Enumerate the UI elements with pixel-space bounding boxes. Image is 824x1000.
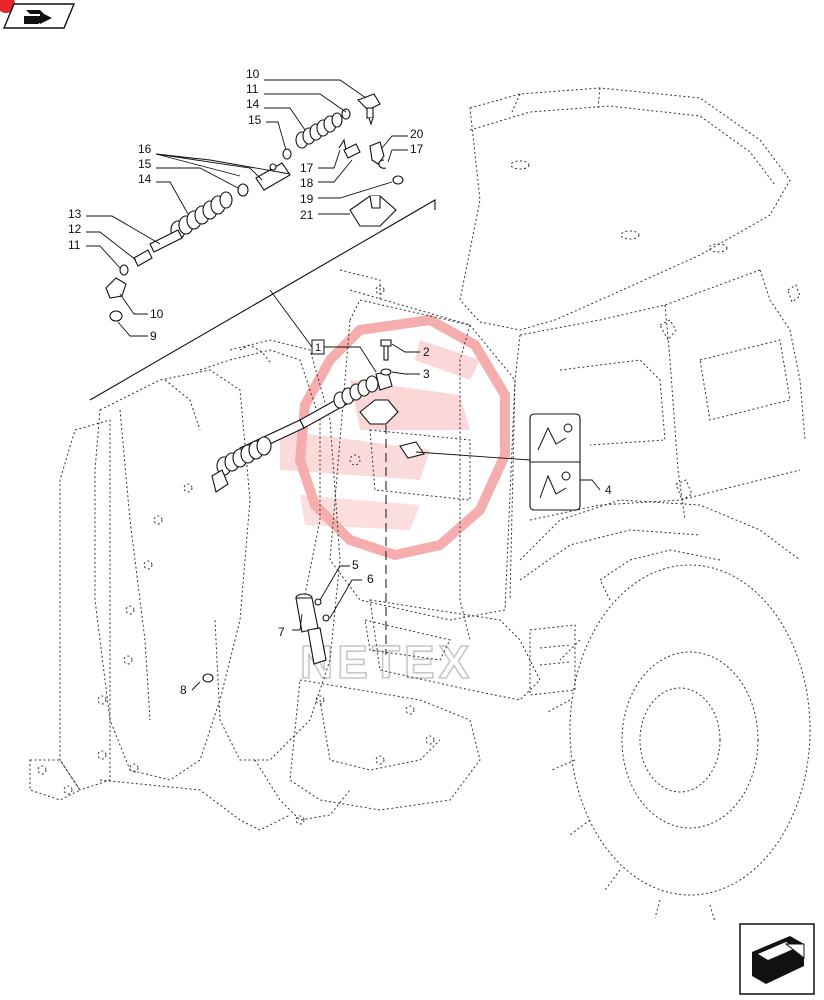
callout-17: 17: [410, 142, 424, 156]
callout-10: 10: [246, 67, 260, 81]
group-bracket-line: [89, 199, 436, 401]
callout-14: 14: [138, 172, 152, 186]
callout-11: 11: [246, 82, 259, 96]
control-lever: [295, 593, 330, 665]
callout-labels: 10 11 14 15 16 15 14 13 12 11 10 9 17 18…: [68, 67, 612, 697]
callout-12: 12: [68, 222, 82, 236]
callout-16: 16: [138, 142, 152, 156]
callout-1: 1: [315, 342, 321, 354]
callout-14: 14: [246, 97, 260, 111]
tractor-outline: [29, 87, 811, 923]
callout-11: 11: [68, 238, 81, 252]
leader-1b: [269, 289, 313, 348]
part-8-nut: [202, 673, 214, 683]
callout-15: 15: [248, 113, 262, 127]
callout-10: 10: [150, 307, 164, 321]
next-page-arrow-icon[interactable]: [739, 923, 815, 995]
callout-17: 17: [300, 161, 314, 175]
safety-decal: [399, 413, 581, 511]
callout-13: 13: [68, 207, 82, 221]
callout-19: 19: [300, 192, 314, 206]
callout-6: 6: [367, 572, 374, 586]
upper-bellow: [295, 112, 343, 149]
callout-2: 2: [423, 345, 430, 359]
assembled-lower-bellow: [216, 436, 272, 476]
callout-4: 4: [605, 483, 612, 497]
lower-bellow: [170, 191, 233, 240]
reference-box-1[interactable]: 1: [311, 339, 325, 355]
callout-5: 5: [352, 558, 359, 572]
leader-1: [324, 346, 377, 373]
exploded-control-rod: [105, 93, 404, 322]
watermark-logo: [280, 314, 510, 561]
callout-21: 21: [300, 208, 314, 222]
book-arrow-icon[interactable]: [2, 3, 76, 29]
callout-15: 15: [138, 157, 152, 171]
watermark-text: NETEX: [300, 636, 473, 688]
callout-3: 3: [423, 367, 430, 381]
callout-9: 9: [150, 329, 157, 343]
callout-8: 8: [180, 683, 187, 697]
assembled-control-rod: [211, 339, 399, 493]
callout-18: 18: [300, 176, 314, 190]
leader-lines: [86, 79, 601, 691]
callout-7: 7: [278, 625, 285, 639]
callout-20: 20: [410, 127, 424, 141]
assembled-upper-bellow: [333, 375, 379, 409]
